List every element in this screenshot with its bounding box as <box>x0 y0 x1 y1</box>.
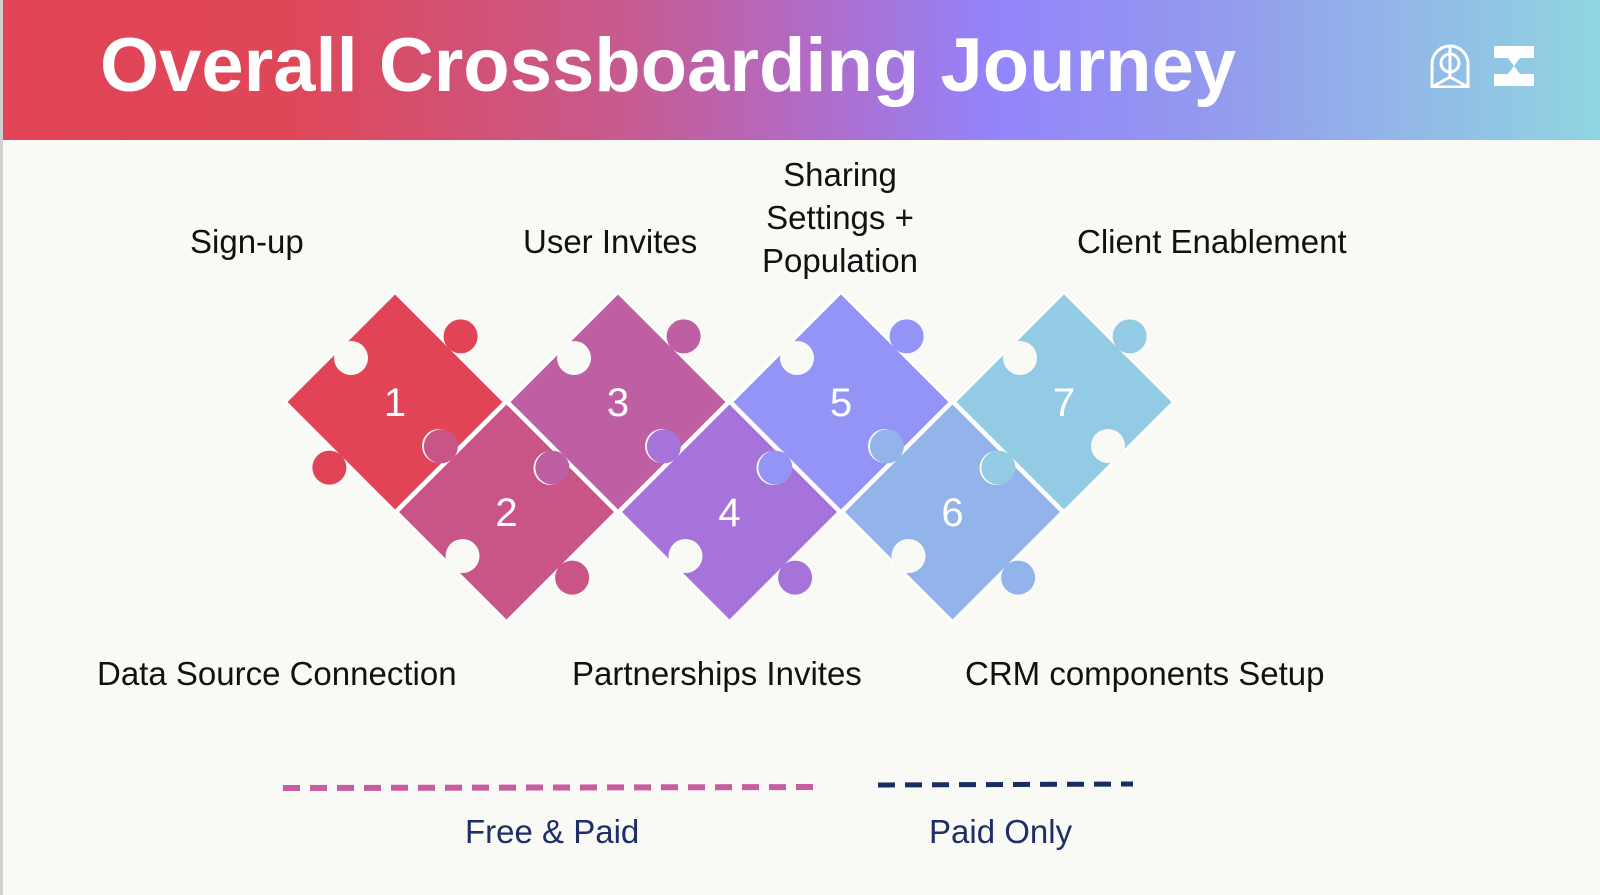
puzzle-knob <box>555 560 590 595</box>
puzzle-knob <box>1001 560 1036 595</box>
puzzle-knob <box>312 450 347 485</box>
legend-label-paid-only: Paid Only <box>929 813 1073 850</box>
puzzle-knob <box>666 319 701 354</box>
puzzle-knob <box>646 429 681 464</box>
puzzle-piece-number: 7 <box>1053 381 1075 425</box>
step-5-label: Sharing Settings + Population <box>752 153 928 282</box>
puzzle-piece-number: 3 <box>607 381 629 425</box>
puzzle-knob <box>981 450 1016 485</box>
step-4-label: Partnerships Invites <box>572 655 862 692</box>
puzzle-knob <box>758 450 793 485</box>
puzzle-hole <box>891 538 926 573</box>
puzzle-piece-number: 2 <box>495 491 517 535</box>
puzzle-hole <box>557 341 592 376</box>
puzzle-knob <box>423 429 458 464</box>
step-5-label-line: Sharing <box>783 156 897 193</box>
legend-line-free-paid <box>282 784 821 791</box>
hourglass-logo-icon <box>1494 46 1534 86</box>
puzzle-hole <box>668 538 703 573</box>
step-2-label: Data Source Connection <box>97 655 457 692</box>
puzzle-hole <box>445 538 480 573</box>
puzzle-knob <box>1112 319 1147 354</box>
puzzle-knob <box>443 319 478 354</box>
puzzle-knob <box>535 450 570 485</box>
arch-logo-icon <box>1430 44 1470 88</box>
step-7-label: Client Enablement <box>1077 223 1347 260</box>
puzzle-knob <box>889 319 924 354</box>
puzzle-knob <box>869 429 904 464</box>
puzzle-piece-number: 5 <box>830 381 852 425</box>
step-1-label: Sign-up <box>190 223 304 260</box>
puzzle-knob <box>778 560 813 595</box>
puzzle-hole <box>1003 341 1038 376</box>
puzzle-piece-7 <box>952 290 1176 514</box>
step-5-label-line: Population <box>762 242 918 279</box>
step-6-label: CRM components Setup <box>965 655 1325 692</box>
step-3-label: User Invites <box>523 223 698 260</box>
step-5-label-line: Settings + <box>766 199 914 236</box>
puzzle-hole <box>334 341 369 376</box>
puzzle-piece-number: 4 <box>718 491 740 535</box>
legend-line-paid-only <box>877 781 1134 788</box>
header-banner: Overall Crossboarding Journey <box>3 0 1600 140</box>
legend-label-free-paid: Free & Paid <box>465 813 640 850</box>
puzzle-piece-number: 1 <box>384 381 406 425</box>
puzzle-hole <box>780 341 815 376</box>
page-title: Overall Crossboarding Journey <box>100 23 1237 108</box>
puzzle-piece-number: 6 <box>941 491 963 535</box>
puzzle-hole <box>1090 428 1125 463</box>
